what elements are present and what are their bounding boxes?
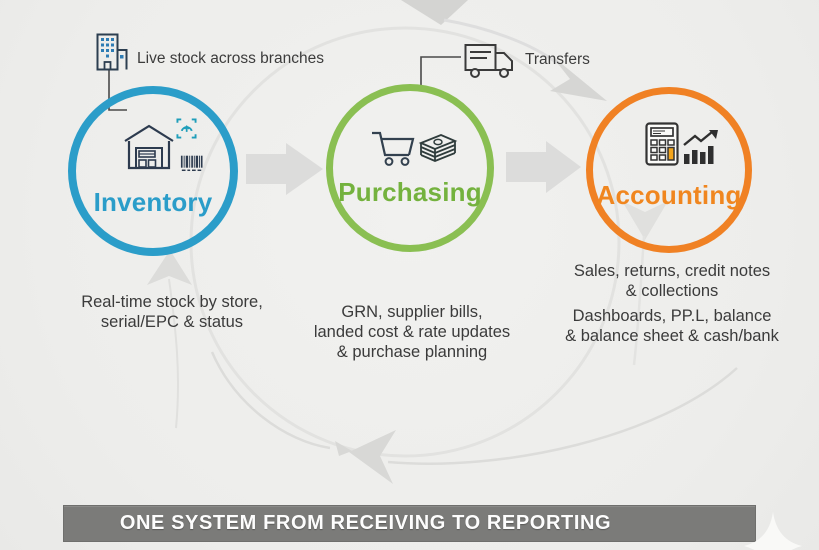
purchasing-description-line: & purchase planning [336, 343, 488, 361]
banner: ONE SYSTEM FROM RECEIVING TO REPORTING [63, 505, 756, 542]
accounting-description-line: & balance sheet & cash/bank [565, 327, 779, 345]
barcode-icon [180, 155, 203, 172]
accounting-description-line: Sales, returns, credit notes [573, 262, 771, 280]
accounting-description-1: Sales, returns, credit notes & collectio… [556, 261, 788, 301]
accounting-circle: Accounting [586, 87, 752, 253]
cycle-curve-bottom-left [210, 351, 331, 450]
accounting-label: Accounting [596, 180, 742, 210]
transfers-callout: Transfers [464, 42, 590, 80]
shopping-cart-icon [372, 131, 415, 166]
purchasing-description: GRN, supplier bills, landed cost & rate … [304, 302, 520, 362]
building-icon [96, 33, 128, 71]
accounting-icons [645, 122, 719, 168]
live-stock-label: Live stock across branches [137, 50, 324, 67]
banner-text: ONE SYSTEM FROM RECEIVING TO REPORTING [119, 512, 612, 534]
truck-icon [464, 44, 513, 78]
rfid-scan-icon [176, 118, 197, 139]
transfers-connector-line [420, 56, 461, 85]
inventory-icons [124, 118, 224, 182]
cash-stack-icon [418, 134, 458, 162]
inventory-description: Real-time stock by store, serial/EPC & s… [48, 292, 296, 332]
flow-arrow-inventory-to-purchasing [246, 143, 323, 195]
cycle-small-arrow-tip [335, 441, 352, 456]
purchasing-description-line: landed cost & rate updates [313, 323, 511, 341]
growth-chart-icon [683, 130, 718, 164]
inventory-label: Inventory [93, 187, 213, 217]
warehouse-icon [124, 124, 174, 170]
purchasing-circle: Purchasing [326, 84, 494, 252]
transfers-label: Transfers [525, 51, 590, 68]
accounting-description-line: Dashboards, PP.L, balance [572, 307, 772, 325]
purchasing-icons [371, 129, 458, 169]
inventory-description-line: serial/EPC & status [100, 313, 244, 331]
inventory-description-line: Real-time stock by store, [81, 293, 263, 311]
cycle-arrowhead-bottom [349, 430, 396, 484]
purchasing-description-line: GRN, supplier bills, [341, 303, 483, 321]
cycle-curve-bottom [387, 367, 738, 465]
live-stock-callout: Live stock across branches [96, 33, 324, 71]
calculator-icon [645, 122, 679, 166]
flow-arrow-purchasing-to-accounting [506, 141, 581, 193]
accounting-description-line: & collections [625, 282, 719, 300]
purchasing-label: Purchasing [338, 177, 482, 207]
cycle-arrowhead-top [401, 0, 468, 25]
accounting-description-2: Dashboards, PP.L, balance & balance shee… [556, 306, 788, 346]
inventory-circle: Inventory [68, 86, 238, 256]
